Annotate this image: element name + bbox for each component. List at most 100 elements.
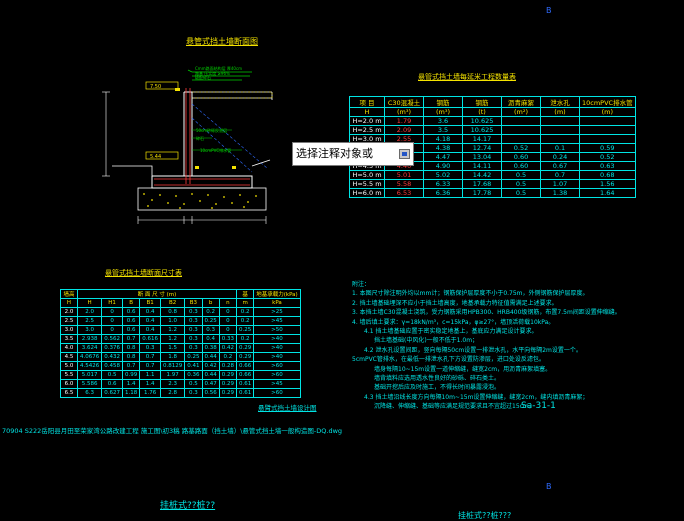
quantity-cell — [540, 125, 580, 135]
prompt-option-icon[interactable] — [399, 149, 410, 159]
note-line: 4.3 挡土墙沿线长度方向每隔10m~15m设置伸缩缝，缝宽2cm，缝内填沥青麻… — [364, 393, 589, 401]
dim-cell: 0.562 — [101, 334, 123, 344]
dim-cell: 1.76 — [139, 388, 161, 398]
quantity-cell: 10.625 — [462, 125, 502, 135]
quantity-cell — [501, 134, 541, 144]
quantity-cell: 0.52 — [579, 152, 636, 162]
dim-cell: 0.2 — [235, 316, 255, 326]
elev-tag-2: 5.44 — [150, 154, 161, 160]
dim-cell: 2.938 — [76, 334, 103, 344]
dim-cell: 6.0 — [60, 379, 78, 389]
dim-cell: 0.627 — [101, 388, 123, 398]
dim-cell: 1.1 — [139, 370, 161, 380]
dim-cell: 4.0676 — [76, 352, 103, 362]
quantity-cell: 4.47 — [423, 152, 463, 162]
quantity-cell: 6.53 — [384, 188, 424, 198]
note-line: 3. 本挡土墙C30混凝土浇筑，受力钢筋采用HPB300、HRB400级钢筋，布… — [352, 309, 621, 317]
dim-cell: >45 — [253, 316, 301, 326]
dim-subheader-cell: B2 — [159, 298, 186, 308]
quantity-header-cell: (t) — [462, 107, 502, 117]
quantity-cell: 0.63 — [579, 161, 636, 171]
dim-cell: 2.0 — [60, 307, 78, 317]
cross-section-drawing: Cmm路面结构层 厚40cm 路基 压实度 ≥96% 级配碎石 50cm砂砾反滤… — [102, 65, 273, 224]
dim-cell: 0.5 — [184, 379, 203, 389]
dim-cell: 1.4 — [139, 379, 161, 389]
footer-label: 悬臂式挡土墙设计图 — [258, 404, 317, 412]
quantity-cell: 17.78 — [462, 188, 502, 198]
quantity-header-cell: (m²) — [501, 107, 541, 117]
elev-tag-1: 7.50 — [150, 84, 161, 90]
note-line: 墙身每隔10~15m设置一道伸缩缝，缝宽2cm，用沥青麻絮填塞。 — [374, 365, 552, 373]
note-line: 基础开挖后应及时施工，不得长时间暴露浸泡。 — [374, 384, 501, 392]
quantity-cell: 3.5 — [423, 125, 463, 135]
dim-cell: 5.5 — [60, 370, 78, 380]
dim-subheader-cell: H — [76, 298, 103, 308]
quantity-cell: 1.64 — [579, 188, 636, 198]
quantity-header-cell: 项 目 — [349, 96, 385, 108]
svg-text:路基 压实度 ≥96%: 路基 压实度 ≥96% — [195, 70, 230, 76]
dim-cell: 0.8 — [121, 343, 141, 353]
dim-cell: 1.5 — [159, 343, 186, 353]
note-line: 5cmPVC管排水，在最低一排泄水孔下方设置防渗层，进口处设反滤包。 — [352, 356, 545, 364]
svg-text:Cmm路面结构层 厚40cm: Cmm路面结构层 厚40cm — [195, 65, 242, 71]
dim-header-cell: 地基承载力(kPa) — [253, 289, 301, 299]
dim-subheader-cell: B — [121, 298, 141, 308]
dim-cell: >60 — [253, 388, 301, 398]
quantity-cell: 3.6 — [423, 116, 463, 126]
quantity-cell — [579, 134, 636, 144]
dim-cell: 0.6 — [121, 325, 141, 335]
dim-cell: 0.42 — [218, 343, 238, 353]
dim-cell: 0.4 — [139, 316, 161, 326]
quantity-cell: 6.33 — [423, 179, 463, 189]
quantity-header-cell: 泄水孔 — [540, 96, 580, 108]
dim-cell: 0.66 — [235, 361, 255, 371]
dim-cell: 3.0 — [60, 325, 78, 335]
dim-cell: 0.8 — [121, 352, 141, 362]
dim-cell: 0.8 — [159, 307, 186, 317]
quantity-cell: 14.17 — [462, 134, 502, 144]
quantity-cell: 17.68 — [462, 179, 502, 189]
top-marker: B — [546, 6, 552, 15]
dim-cell: 0.29 — [235, 352, 255, 362]
dim-cell: 0.56 — [201, 388, 220, 398]
quantity-header-cell: 钢筋 — [423, 96, 463, 108]
quantity-cell: 0.5 — [501, 170, 541, 180]
quantity-cell: 0.5 — [501, 188, 541, 198]
dim-cell: 0.4 — [139, 307, 161, 317]
dim-cell: 6.3 — [76, 388, 103, 398]
quantity-cell — [579, 116, 636, 126]
dim-cell: 0.458 — [101, 361, 123, 371]
dim-cell: 0.29 — [218, 388, 238, 398]
svg-text:级配碎石: 级配碎石 — [195, 74, 211, 80]
annotation-select-prompt[interactable]: 选择注释对象或 — [292, 142, 414, 166]
quantity-header-cell: H — [349, 107, 385, 117]
note-line: 4.1 挡土墙基础应置于密实稳定地基上，基底应力满足设计要求。 — [364, 328, 538, 336]
quantity-cell — [501, 125, 541, 135]
quantity-cell: 1.38 — [540, 188, 580, 198]
quantity-cell: 4.38 — [423, 143, 463, 153]
dim-cell: 0.376 — [101, 343, 123, 353]
dim-cell: 0.2 — [235, 334, 255, 344]
quantity-cell: 5.58 — [384, 179, 424, 189]
dim-subheader-cell: n — [218, 298, 238, 308]
quantity-cell: 0.5 — [501, 179, 541, 189]
dim-cell: 4.0 — [60, 343, 78, 353]
quantity-cell: 0.60 — [501, 152, 541, 162]
dim-cell: 2.0 — [76, 307, 103, 317]
dim-header-row: 墙高断 面 尺 寸 (m)基地基承载力(kPa) — [60, 289, 301, 299]
dim-cell: 1.2 — [159, 334, 186, 344]
quantity-header-cell: (m) — [540, 107, 580, 117]
dim-table-title: 悬管式挡土墙断面尺寸表 — [105, 269, 182, 277]
quantity-header-cell: (m³) — [423, 107, 463, 117]
dim-cell: 6.5 — [60, 388, 78, 398]
quantity-cell: 1.56 — [579, 179, 636, 189]
dim-cell: 1.0 — [159, 316, 186, 326]
dim-cell: >40 — [253, 352, 301, 362]
quantity-cell: 1.79 — [384, 116, 424, 126]
dim-cell: 0.36 — [184, 370, 203, 380]
